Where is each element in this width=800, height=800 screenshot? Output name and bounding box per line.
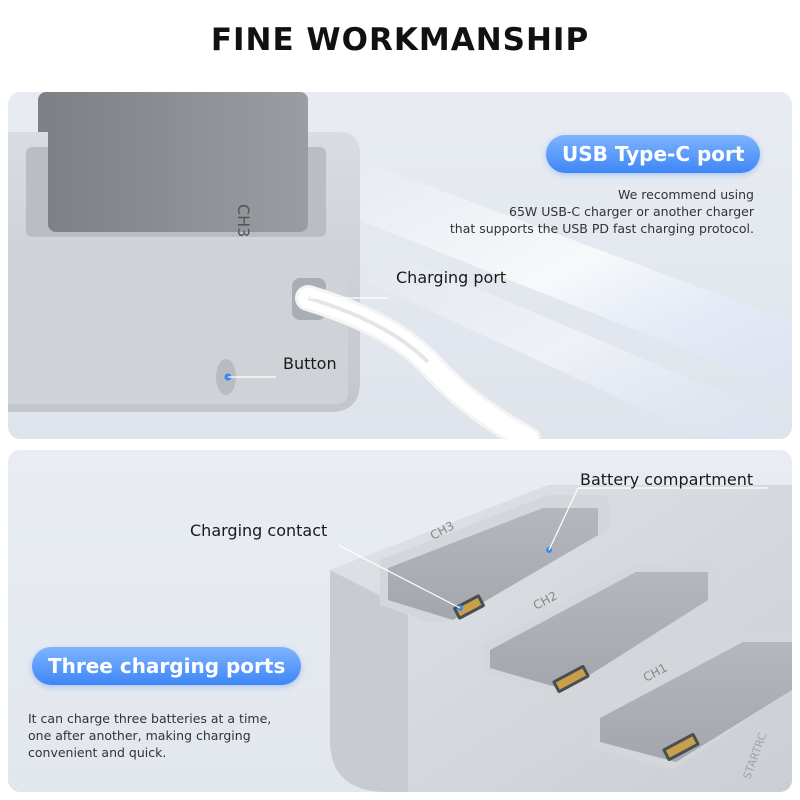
charging-ports-panel: CH3 CH2 CH1 STARTRC Battery compartment … [8, 450, 792, 792]
ports-desc-line: It can charge three batteries at a time, [28, 711, 272, 726]
three-charging-ports-badge: Three charging ports [32, 647, 302, 685]
charging-contact-label: Charging contact [190, 521, 328, 540]
charging-contact-ch1 [662, 733, 700, 761]
usb-desc-line: that supports the USB PD fast charging p… [449, 221, 754, 236]
usb-port-panel: CE ◎ ⊕ CH3 USB Type-C port We recommend … [8, 92, 792, 439]
battery-compartment-label: Battery compartment [580, 470, 754, 489]
ports-desc-line: one after another, making charging [28, 728, 251, 743]
usb-description: We recommend using 65W USB-C charger or … [450, 186, 754, 237]
charging-contact-ch3 [453, 594, 485, 620]
battery-slot-ch3 [388, 508, 598, 620]
usb-desc-line: 65W USB-C charger or another charger [509, 204, 754, 219]
charger-closeup-illustration: CE ◎ ⊕ CH3 [8, 92, 792, 439]
ports-description: It can charge three batteries at a time,… [28, 710, 271, 761]
ports-desc-line: convenient and quick. [28, 745, 167, 760]
hub-front-face [8, 242, 348, 404]
charger-top-view-illustration: CH3 CH2 CH1 STARTRC [330, 485, 792, 792]
usb-desc-line: We recommend using [617, 187, 754, 202]
contact-leader-line [337, 544, 461, 609]
charging-contact-ch2 [552, 665, 590, 693]
compartment-leader-line [548, 487, 579, 551]
page-title: FINE WORKMANSHIP [210, 22, 590, 58]
charging-port-label: Charging port [396, 268, 507, 287]
hub-side-face [330, 570, 408, 792]
light-streak [338, 152, 792, 392]
battery-slot-ch2 [490, 572, 708, 690]
light-streak [368, 242, 792, 439]
slot-label: CH3 [234, 204, 253, 237]
inserted-battery [48, 92, 308, 232]
usb-type-c-badge: USB Type-C port [546, 135, 761, 173]
button-label: Button [283, 354, 337, 373]
battery-slot-ch1 [600, 642, 792, 762]
